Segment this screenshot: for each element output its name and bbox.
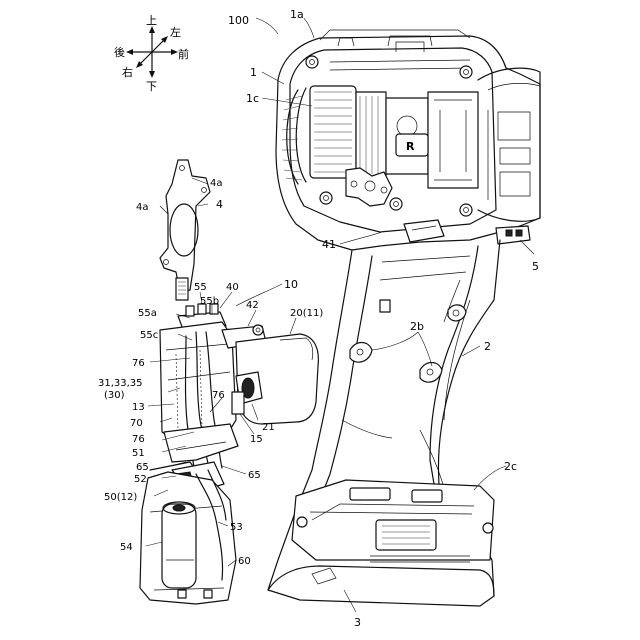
label-2c: 2c: [504, 460, 517, 473]
trigger-slot-area: [404, 220, 444, 242]
compass-arrow-down-icon: [149, 71, 155, 78]
led-light-unit: [496, 226, 530, 244]
label-55: 55: [194, 282, 207, 293]
label-1c: 1c: [246, 92, 259, 105]
switch-unit-assembly: [140, 304, 318, 604]
brush-mechanism: [346, 168, 392, 206]
label-20-11: 20(11): [290, 308, 323, 319]
label-21: 21: [262, 422, 275, 433]
compass-label-back: 後: [114, 45, 125, 59]
label-2: 2: [484, 340, 491, 353]
label-60: 60: [238, 556, 251, 567]
top-rib-3: [396, 42, 424, 52]
compass-arrow-front-icon: [171, 49, 178, 55]
top-rib-1: [338, 38, 354, 46]
compass-label-front: 前: [178, 47, 189, 61]
label-1: 1: [250, 66, 257, 79]
label-76-b: 76: [212, 390, 225, 401]
label-4a-left: 4a: [136, 202, 149, 213]
top-rib-line: [330, 60, 470, 62]
grip-cross-rib: [342, 420, 392, 438]
label-100: 100: [228, 14, 249, 27]
label-53: 53: [230, 522, 243, 533]
grip-tab: [380, 300, 390, 312]
label-13: 13: [132, 402, 145, 413]
label-76-c: 76: [132, 434, 145, 445]
switch-letter-label: R: [406, 140, 415, 153]
compass-label-right: 右: [122, 65, 133, 79]
label-3: 3: [354, 616, 361, 629]
label-54: 54: [120, 542, 133, 553]
housing-grip-inner-front: [316, 256, 372, 510]
label-4: 4: [216, 198, 223, 211]
orientation-compass: 上 下 後 前 左 右: [114, 14, 189, 93]
spring-15: [232, 392, 244, 414]
grip-rail-2: [380, 272, 466, 280]
switch-plate-4: [160, 160, 210, 300]
label-51: 51: [132, 448, 145, 459]
label-76-a: 76: [132, 358, 145, 369]
label-55c: 55c: [140, 330, 158, 341]
compass-label-left: 左: [170, 26, 181, 39]
housing-top-rail: [320, 30, 470, 40]
compass-label-down: 下: [146, 80, 157, 93]
label-15: 15: [250, 434, 263, 445]
top-rib-line-2: [330, 68, 470, 70]
label-2b: 2b: [410, 320, 424, 333]
compass-arrow-back-icon: [126, 49, 133, 55]
compass-arrow-up-icon: [149, 26, 155, 33]
label-65-left: 65: [136, 462, 149, 473]
label-42: 42: [246, 300, 259, 311]
forward-reverse-lever: R: [396, 134, 428, 156]
label-55a: 55a: [138, 308, 157, 319]
capacitor-54: [162, 502, 196, 588]
label-55b: 55b: [200, 296, 219, 307]
label-52: 52: [134, 474, 147, 485]
grip-bosses: [350, 300, 466, 382]
gear-housing: [428, 92, 478, 188]
label-50-12: 50(12): [104, 492, 137, 503]
front-chuck-section: [478, 68, 540, 221]
label-30: (30): [104, 390, 125, 401]
label-31-33-35: 31,33,35: [98, 378, 143, 389]
label-40: 40: [226, 282, 239, 293]
label-41: 41: [322, 238, 336, 251]
grip-rail-top: [382, 256, 470, 262]
compass-label-up: 上: [146, 14, 157, 27]
battery-mount: [268, 480, 494, 596]
label-70: 70: [130, 418, 143, 429]
label-4a: 4a: [210, 178, 223, 189]
rear-fan-vents: [282, 88, 306, 184]
label-1a: 1a: [290, 8, 304, 21]
label-65-right: 65: [248, 470, 261, 481]
motor-assembly: [310, 86, 478, 188]
label-5: 5: [532, 260, 539, 273]
motor-commutator: [356, 92, 386, 178]
label-10: 10: [284, 278, 298, 291]
